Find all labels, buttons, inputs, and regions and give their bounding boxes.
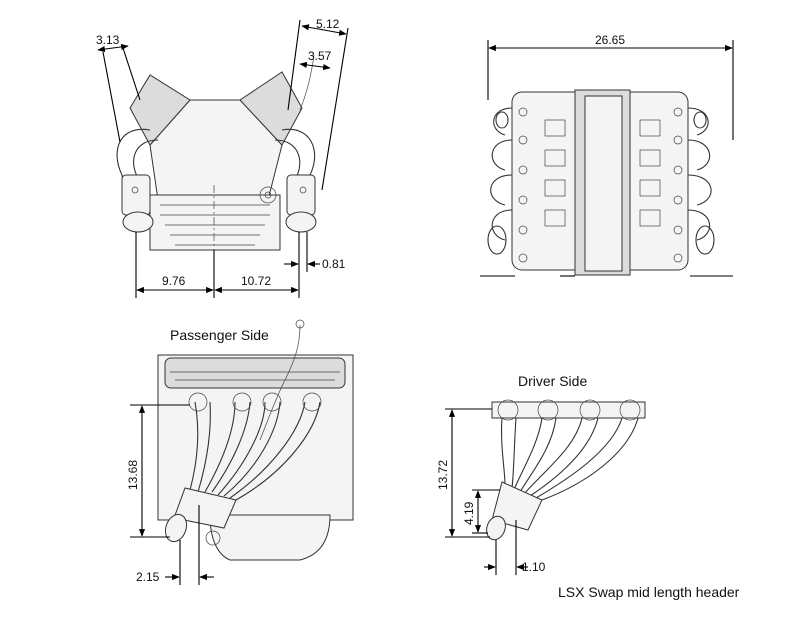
engine-block-front [149,194,281,251]
dim-passenger-offset: 2.15 [136,570,160,584]
dim-driver-collector: 4.19 [462,501,476,525]
top-view: 26.65 [480,33,734,277]
dim-passenger-height: 13.68 [126,460,140,490]
right-header-pipe [281,128,316,206]
dim-front-top-right-outer: 5.12 [316,17,340,31]
dim-top-width: 26.65 [595,33,625,47]
front-view: 3.13 5.12 3.57 9.76 10.72 0.81 [96,17,349,298]
passenger-collector [173,487,237,529]
passenger-title: Passenger Side [170,327,269,343]
dim-front-top-right-inner: 3.57 [308,49,332,63]
dim-front-top-left: 3.13 [96,33,120,47]
oil-pan [209,514,331,561]
passenger-view: Passenger Side 1 [126,319,354,585]
right-valve-cover [239,71,303,146]
dim-front-bottom-left: 9.76 [162,274,186,288]
dim-front-bottom-right: 10.72 [241,274,271,288]
driver-flange [491,401,646,419]
dim-driver-height: 13.72 [436,460,450,490]
drawing-caption: LSX Swap mid length header [558,584,740,600]
driver-title: Driver Side [518,373,587,389]
driver-collector [491,481,543,531]
left-header-pipe [116,128,151,206]
right-collector [285,211,317,233]
valve-cover-side [164,357,346,389]
left-collector [122,211,154,233]
dim-driver-offset: 1.10 [522,560,546,574]
dim-front-bottom-small: 0.81 [322,257,346,271]
left-valve-cover [129,74,191,146]
driver-view: Driver Side 13.72 4.19 [436,373,646,575]
